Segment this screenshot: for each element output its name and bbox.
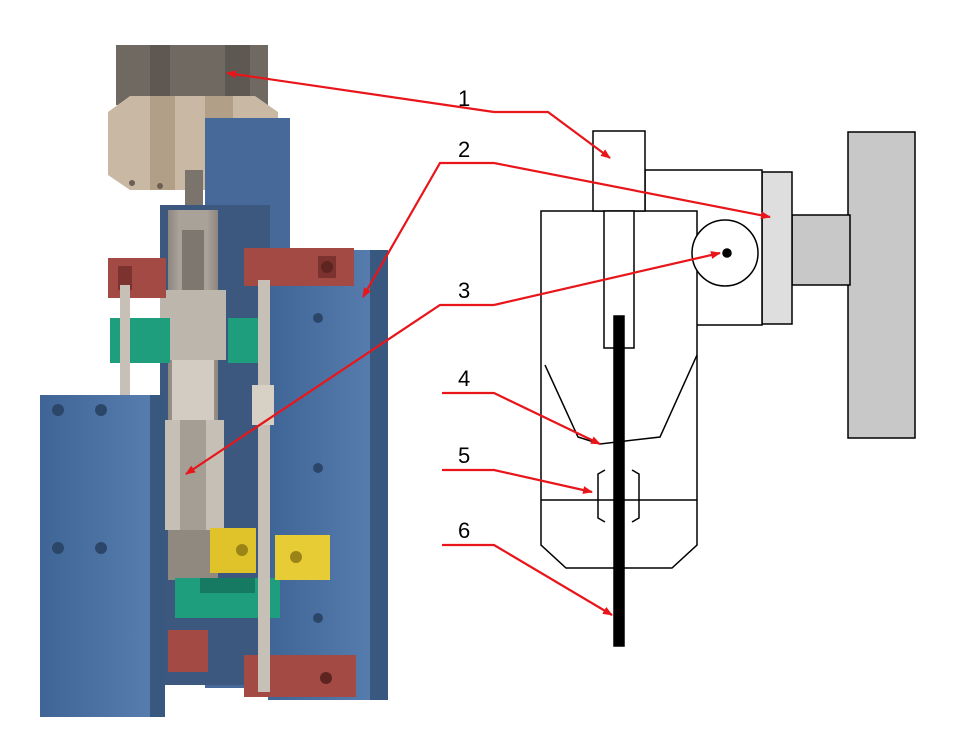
left-rod bbox=[120, 285, 130, 400]
cutaway-rendering bbox=[40, 45, 388, 717]
yellow-block-left bbox=[210, 528, 256, 573]
callout-2: 2 bbox=[458, 137, 470, 162]
clamp-plate-2 bbox=[761, 171, 793, 325]
right-rod bbox=[258, 280, 270, 692]
leader-5 bbox=[442, 468, 593, 494]
callout-3: 3 bbox=[458, 278, 470, 303]
callout-5: 5 bbox=[458, 443, 470, 468]
leader-3-right bbox=[493, 251, 721, 307]
leader-6 bbox=[442, 543, 613, 616]
tool-rod-6 bbox=[613, 315, 625, 647]
support-arm bbox=[791, 214, 851, 286]
callout-1: 1 bbox=[458, 86, 470, 111]
leader-2-left bbox=[362, 161, 494, 298]
callout-4: 4 bbox=[458, 366, 470, 391]
schematic bbox=[540, 130, 916, 647]
top-block-1 bbox=[592, 130, 646, 212]
leader-4 bbox=[442, 391, 601, 445]
clamp-top-left bbox=[108, 258, 166, 298]
yellow-block-right bbox=[275, 535, 330, 580]
front-frame-plate bbox=[40, 395, 165, 717]
upper-guide-green bbox=[110, 318, 170, 363]
leader-1-left bbox=[226, 70, 495, 114]
leader-2-right bbox=[493, 161, 771, 220]
right-frame-plate bbox=[268, 250, 388, 700]
callout-6: 6 bbox=[458, 518, 470, 543]
support-column bbox=[847, 131, 916, 439]
leader-lines bbox=[185, 70, 771, 616]
spindle-shaft bbox=[185, 170, 203, 215]
guide-5-right bbox=[631, 469, 640, 523]
leader-3-left bbox=[185, 303, 494, 475]
clamp-bottom-left bbox=[168, 630, 208, 672]
callout-labels: 1 2 3 4 5 6 bbox=[458, 86, 470, 543]
leader-1-right bbox=[494, 110, 611, 159]
guide-5-left bbox=[597, 469, 606, 523]
